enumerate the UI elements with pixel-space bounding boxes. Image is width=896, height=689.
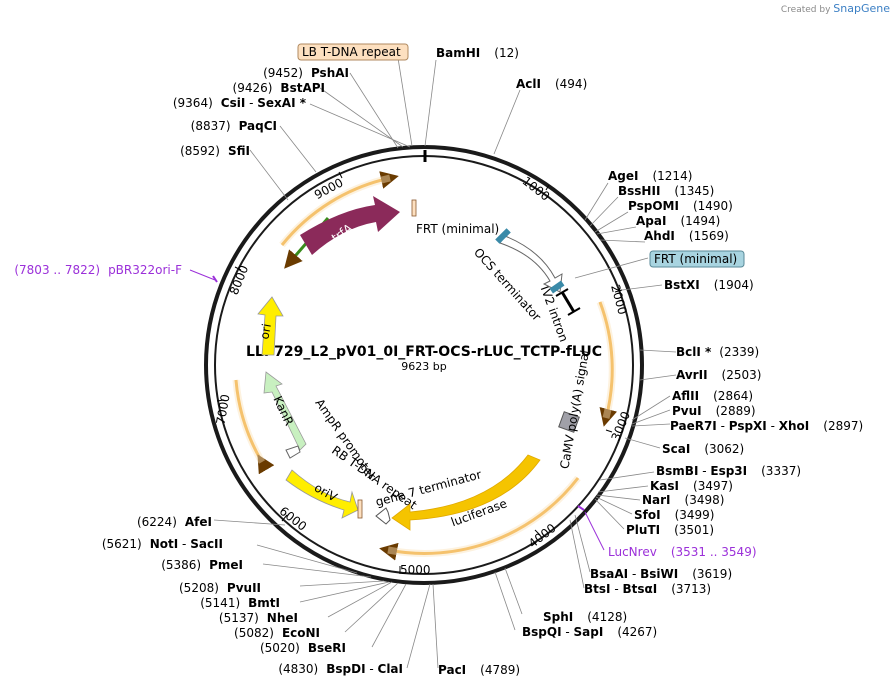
orf-arc-right	[598, 301, 617, 427]
iv2-marker	[560, 291, 576, 313]
frt-marker-2	[549, 280, 565, 294]
site-apai: ApaI(1494)	[636, 214, 720, 228]
site-pmei: (5386)PmeI	[161, 558, 243, 572]
site-csii: (9364)CsiI - SexAI *	[173, 96, 307, 110]
ampr-arrow	[285, 445, 301, 459]
frt-box-label: FRT (minimal)	[654, 252, 737, 266]
site-pspomi: PspOMI(1490)	[628, 199, 733, 213]
ori-label: ori	[257, 323, 273, 341]
site-lucnrev: LucNrev(3531 .. 3549)	[608, 545, 757, 559]
oriv-feature	[285, 469, 359, 519]
site-bsmbi: BsmBI - Esp3I(3337)	[656, 464, 801, 478]
site-bmti: (5141)BmtI	[200, 596, 280, 610]
plasmid-title: LLP729_L2_pV01_0I_FRT-OCS-rLUC_TCTP-fLUC	[246, 344, 602, 360]
site-pbr322: (7803 .. 7822)pBR322ori-F	[14, 263, 182, 277]
site-bstapi: (9426)BstAPI	[233, 81, 325, 95]
pbr322-leader	[189, 269, 216, 281]
site-kasi: KasI(3497)	[650, 479, 733, 493]
snapgene-logo: SnapGene	[833, 2, 890, 15]
site-bcli: BclI *(2339)	[676, 345, 759, 359]
orf-arc-left-glow	[232, 379, 266, 464]
camv-marker	[558, 411, 580, 433]
leader-lines	[213, 57, 677, 669]
snapgene-credit: Created by SnapGene	[780, 2, 890, 15]
orf-arc-bottom-glow	[387, 475, 581, 557]
site-paci: PacI(4789)	[438, 663, 520, 677]
site-bseri: (5020)BseRI	[260, 641, 346, 655]
orf-arc-bottom	[379, 477, 580, 561]
site-bspqi: BspQI - SapI(4267)	[522, 625, 657, 639]
site-nhei: (5137)NheI	[219, 611, 298, 625]
site-bamhi: BamHI(12)	[436, 46, 519, 60]
site-bsaai: BsaAI - BsiWI(3619)	[590, 567, 732, 581]
site-pvui: PvuI(2889)	[672, 404, 756, 418]
site-pshai: (9452)PshAI	[263, 66, 349, 80]
site-nari: NarI(3498)	[642, 493, 724, 507]
site-bsshii: BssHII(1345)	[618, 184, 714, 198]
backbone-outer	[204, 145, 644, 585]
frt-box	[649, 250, 745, 268]
lucnrev-leader	[584, 511, 605, 551]
orf-arc-top	[280, 171, 399, 246]
kanr-label: KanR	[270, 394, 296, 428]
orf-arc-right-glow	[596, 300, 616, 419]
pbr322-primer-mark	[212, 275, 218, 283]
site-pvuii: (5208)PvuII	[179, 581, 261, 595]
site-ahdi: AhdI(1569)	[644, 229, 729, 243]
iv2-cap-top	[555, 288, 569, 297]
site-pluti: PluTI(3501)	[626, 523, 714, 537]
lb-marker	[411, 199, 417, 217]
site-avrii: AvrII(2503)	[676, 368, 761, 382]
gene7-arrow	[375, 507, 391, 525]
site-agei: AgeI(1214)	[608, 169, 692, 183]
camv-label: CaMV poly(A) signal	[557, 349, 592, 470]
site-sphi: SphI(4128)	[543, 610, 627, 624]
site-scai: ScaI(3062)	[662, 442, 744, 456]
site-sfii: (8592)SfiI	[180, 144, 250, 158]
site-econi: (5082)EcoNI	[234, 626, 320, 640]
site-paqci: (8837)PaqCI	[191, 119, 277, 133]
lb-box	[297, 43, 409, 61]
lucnrev-primer-mark	[577, 505, 585, 511]
site-afei: (6224)AfeI	[137, 515, 212, 529]
tick-7000: 7000	[214, 393, 233, 426]
luciferase-feature	[391, 454, 541, 531]
tick-5000: 5000	[400, 563, 431, 577]
trfa-feature	[300, 196, 400, 255]
plasmid-size: 9623 bp	[401, 360, 446, 373]
frt-marker-1	[495, 228, 511, 244]
frt-inner-label: FRT (minimal)	[416, 222, 499, 236]
site-paer7i: PaeR7I - PspXI - XhoI(2897)	[670, 419, 863, 433]
iv2-cap-bottom	[567, 307, 581, 316]
orf-arc-left	[234, 379, 275, 475]
site-acli: AclI(494)	[516, 77, 587, 91]
tick-marks	[216, 171, 623, 574]
orf-arc-top-glow	[279, 174, 391, 248]
site-aflii: AflII(2864)	[672, 389, 753, 403]
site-noti: (5621)NotI - SacII	[102, 537, 223, 551]
ori-feature	[257, 296, 284, 356]
site-bspdi: (4830)BspDI - ClaI	[278, 662, 403, 676]
site-btsi: BtsI - BtsαI(3713)	[584, 582, 711, 596]
kanr-feature	[263, 371, 307, 451]
site-bstxi: BstXI(1904)	[664, 278, 754, 292]
site-sfoi: SfoI(3499)	[634, 508, 714, 522]
rb-marker	[357, 499, 363, 519]
lb-box-label: LB T-DNA repeat	[302, 45, 401, 59]
